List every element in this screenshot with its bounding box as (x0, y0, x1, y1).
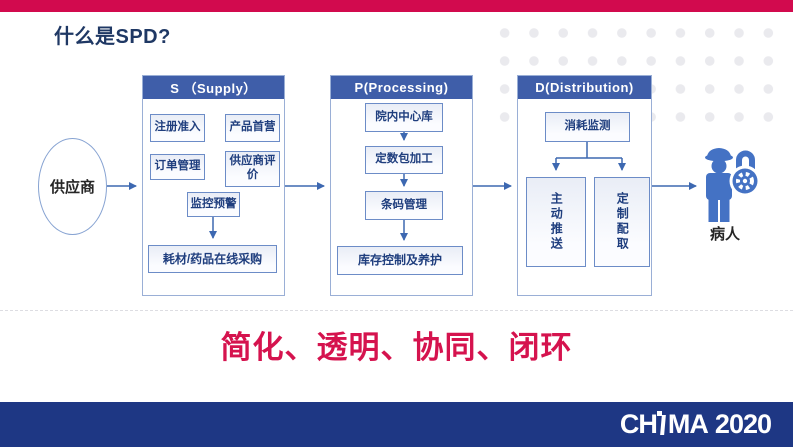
logo-text-ma: MA (667, 409, 709, 439)
lock-dial-center (742, 178, 748, 184)
box-barcode-management: 条码管理 (365, 191, 443, 220)
person-head (711, 158, 727, 174)
logo-i-bar (660, 415, 666, 435)
slogan-text: 简化、透明、协同、闭环 (220, 330, 573, 365)
chima-2020-logo: CH MA 2020 (619, 402, 772, 447)
box-order-management: 订单管理 (150, 154, 205, 180)
box-monitor-warning: 监控预警 (187, 192, 240, 217)
supplier-node: 供应商 (38, 138, 107, 235)
page-title: 什么是SPD? (54, 26, 171, 48)
box-register-access: 注册准入 (150, 114, 205, 142)
person-right-leg (720, 198, 730, 222)
cap-crown (707, 148, 731, 156)
dashed-divider-line (0, 310, 793, 311)
top-accent-bar (0, 0, 793, 12)
box-product-first-sale: 产品首营 (225, 114, 280, 142)
patient-label: 病人 (709, 226, 740, 243)
box-consumption-monitoring: 消耗监测 (545, 112, 630, 142)
patient-icon (705, 148, 761, 222)
cap-brim (705, 153, 733, 162)
person-left-leg (708, 198, 718, 222)
lock-shackle (736, 150, 755, 169)
column-distribution-header: D(Distribution) (518, 76, 651, 99)
person-torso (706, 173, 732, 200)
column-supply-header: S （Supply） (143, 76, 284, 99)
box-active-push: 主动推送 (526, 177, 586, 267)
person-with-cap-icon (705, 148, 733, 222)
logo-text-ch: CH (619, 409, 658, 439)
logo-stylized-i (656, 411, 666, 435)
box-supplier-evaluation: 供应商评价 (225, 151, 280, 187)
logo-text-year: 2020 (714, 409, 772, 439)
logo-i-dot (656, 411, 662, 416)
box-online-procurement: 耗材/药品在线采购 (148, 245, 277, 273)
column-processing-header: P(Processing) (331, 76, 472, 99)
box-quantified-package-processing: 定数包加工 (365, 146, 443, 174)
supplier-label: 供应商 (49, 179, 95, 196)
box-inventory-control-maintenance: 库存控制及养护 (337, 246, 463, 275)
combination-lock-icon (729, 150, 761, 197)
box-hospital-central-warehouse: 院内中心库 (365, 103, 443, 132)
lock-dial-notches (736, 172, 754, 190)
footer-bar: CH MA 2020 (0, 402, 793, 447)
box-custom-picking: 定制配取 (594, 177, 650, 267)
